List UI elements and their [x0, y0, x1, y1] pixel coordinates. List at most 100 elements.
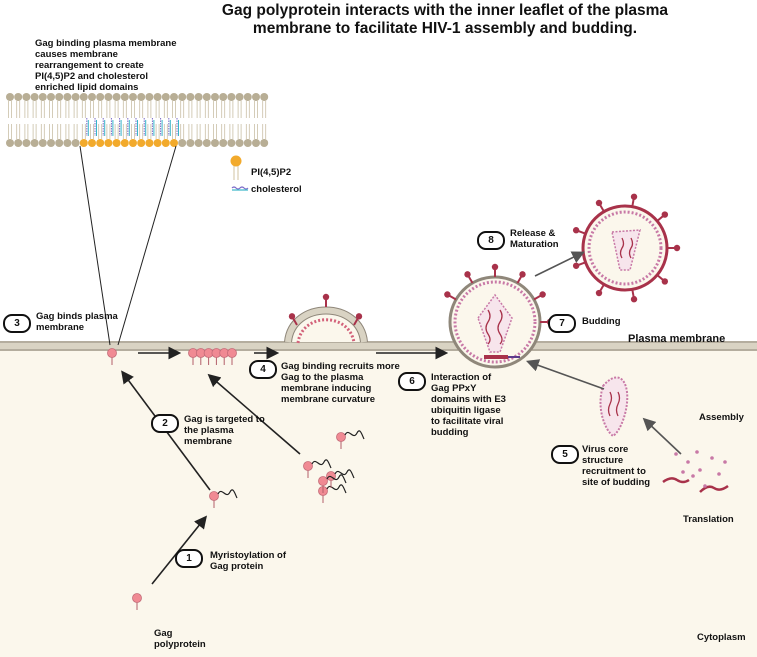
process-arrow — [642, 417, 682, 455]
lipid-head — [186, 139, 195, 147]
envelope-spike-head — [355, 313, 363, 320]
assembly-dot — [723, 460, 727, 464]
step-6-badge: 6 — [398, 372, 426, 391]
lipid-head — [211, 139, 219, 147]
assembly-dot — [691, 474, 695, 478]
step-2-label: Gag is targeted to the plasma membrane — [184, 414, 265, 447]
recruited-gag — [336, 430, 365, 449]
lipid-head — [55, 139, 64, 147]
lipid-head — [88, 93, 96, 101]
assembly-dot — [695, 450, 699, 454]
assembly-dot — [698, 468, 702, 472]
lipid-head — [63, 93, 72, 101]
diagram-title: Gag polyprotein interacts with the inner… — [221, 2, 669, 37]
step-3-label: Gag binds plasma membrane — [36, 311, 118, 333]
lipid-head — [235, 139, 244, 147]
lipid-head — [30, 139, 39, 147]
pip2-head — [137, 139, 146, 147]
lipid-head — [129, 93, 137, 101]
lipid-head — [170, 93, 178, 101]
process-arrow — [534, 251, 585, 277]
envelope-spike-head — [322, 293, 330, 301]
envelope-spike-head — [288, 313, 296, 320]
envelope-spike-head — [630, 193, 638, 200]
step-5-label: Virus core structure recruitment to site… — [582, 444, 651, 488]
pip2-head — [79, 139, 88, 147]
lipid-head — [47, 93, 55, 101]
pip2-head — [88, 139, 96, 147]
membrane-bound-gag — [107, 348, 117, 365]
envelope-spike-head — [572, 262, 580, 269]
lipid-head — [235, 93, 244, 101]
lipid-head — [202, 139, 211, 147]
step-6-label: Interaction of Gag PPxY domains with E3 … — [431, 372, 506, 438]
pip2-head — [104, 139, 113, 147]
lipid-head — [178, 139, 187, 147]
inset-caption: Gag binding plasma membrane causes membr… — [35, 38, 177, 93]
assembly-dot — [717, 472, 721, 476]
budding-virion — [448, 275, 542, 369]
lipid-head — [252, 93, 260, 101]
lipid-head — [219, 93, 228, 101]
lipid-head — [219, 139, 228, 147]
lipid-head — [178, 93, 187, 101]
envelope-spike-head — [661, 278, 669, 285]
rna-strands — [662, 477, 729, 493]
clustered-gag — [203, 348, 214, 365]
envelope-spike-head — [661, 211, 669, 218]
pip2-head — [153, 139, 162, 147]
plasma-membrane — [0, 341, 757, 351]
envelope-spike-head — [464, 271, 471, 278]
step-1-badge: 1 — [175, 549, 203, 568]
lipid-head — [120, 93, 129, 101]
lipid-head — [202, 93, 211, 101]
pip2-head — [145, 139, 154, 147]
process-arrow — [207, 373, 301, 455]
lipid-head — [96, 93, 105, 101]
cholesterol-legend-icon — [231, 186, 249, 191]
pip2-head — [170, 139, 178, 147]
lipid-head — [71, 139, 80, 147]
lipid-head — [194, 93, 203, 101]
lipid-head — [243, 93, 252, 101]
step-1-label: Myristoylation of Gag protein — [210, 550, 287, 572]
lipid-head — [186, 93, 195, 101]
step-8-label: Release & Maturation — [510, 228, 559, 250]
plasma-membrane-label: Plasma membrane — [628, 333, 726, 345]
clustered-gag — [227, 348, 237, 365]
envelope-spike-head — [572, 227, 580, 234]
clustered-gag — [195, 348, 206, 365]
step-2-badge: 2 — [151, 414, 179, 433]
step-4-label: Gag binding recruits more Gag to the pla… — [281, 361, 400, 405]
lipid-head — [211, 93, 219, 101]
assembly-label: Assembly — [699, 412, 744, 423]
lipid-head — [260, 139, 269, 147]
envelope-spike-head — [444, 291, 451, 298]
lipid-head — [30, 93, 39, 101]
envelope-spike-head — [519, 271, 526, 278]
generated-marks — [107, 193, 727, 610]
lipid-head — [22, 139, 31, 147]
lipid-head — [260, 93, 269, 101]
step-5-badge: 5 — [551, 445, 579, 464]
lipid-head — [243, 139, 252, 147]
virus-core — [599, 376, 629, 438]
lipid-head — [227, 93, 236, 101]
process-arrow — [525, 359, 605, 390]
assembly-dot — [674, 452, 678, 456]
gag-polyprotein — [132, 593, 142, 610]
envelope-spike-head — [595, 199, 603, 207]
lipid-head — [79, 93, 88, 101]
lipid-head — [145, 93, 154, 101]
cholesterol-legend-label: cholesterol — [251, 184, 302, 195]
mature-virion — [581, 204, 669, 292]
assembly-dot — [703, 484, 707, 488]
assembly-dot — [686, 460, 690, 464]
lipid-head — [252, 139, 260, 147]
assembly-dot — [681, 470, 685, 474]
lipid-head — [38, 93, 47, 101]
lipid-head — [6, 139, 14, 147]
pip2-head — [112, 139, 121, 147]
zoom-lines — [79, 145, 177, 346]
